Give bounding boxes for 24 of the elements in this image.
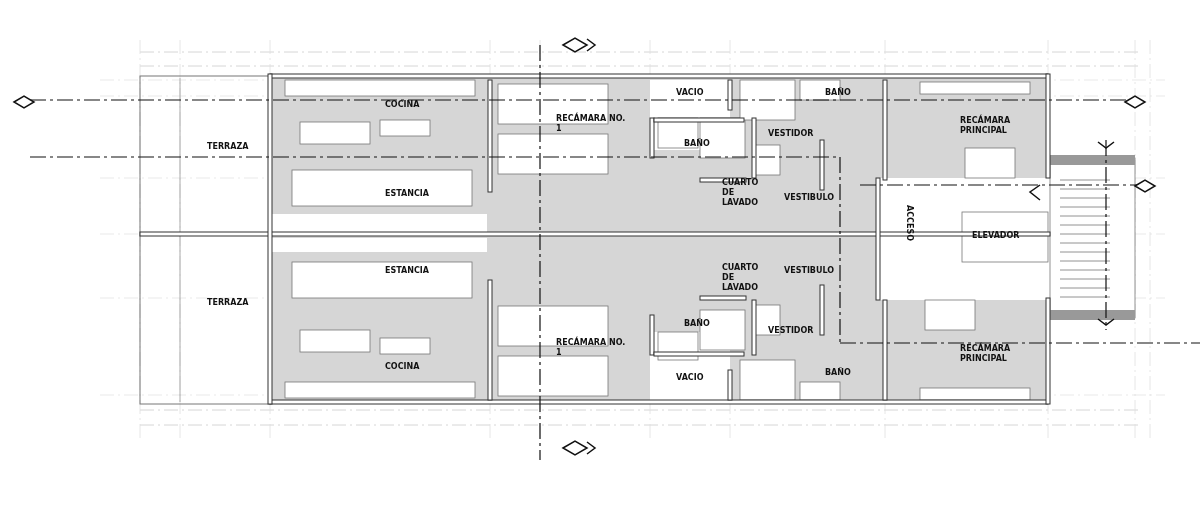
room-label: ESTANCIA xyxy=(385,266,429,276)
room-label: BAÑO xyxy=(684,139,710,149)
room-label: BAÑO xyxy=(684,319,710,329)
room-label: COCINA xyxy=(385,100,420,110)
room-label: RECÁMARA NO. 1 xyxy=(556,114,626,134)
room-label: ELEVADOR xyxy=(972,231,1020,241)
room-label: COCINA xyxy=(385,362,420,372)
room-label: VACIO xyxy=(676,88,704,98)
room-label: RECÁMARA PRINCIPAL xyxy=(960,116,1012,136)
room-label: TERRAZA xyxy=(207,142,249,152)
room-label: RECÁMARA PRINCIPAL xyxy=(960,344,1012,364)
vertical-room-label: ACCESO xyxy=(904,205,914,241)
room-label: CUARTO DE LAVADO xyxy=(722,178,760,208)
room-label: VESTIDOR xyxy=(768,129,814,139)
room-label: CUARTO DE LAVADO xyxy=(722,263,760,293)
room-label: VACIO xyxy=(676,373,704,383)
room-label: VESTIDOR xyxy=(768,326,814,336)
room-label: ESTANCIA xyxy=(385,189,429,199)
room-label: VESTIBULO xyxy=(784,266,835,276)
room-label: VESTIBULO xyxy=(784,193,835,203)
room-label: BAÑO xyxy=(825,88,851,98)
room-label: BAÑO xyxy=(825,368,851,378)
room-label: RECÁMARA NO. 1 xyxy=(556,338,626,358)
room-label: TERRAZA xyxy=(207,298,249,308)
